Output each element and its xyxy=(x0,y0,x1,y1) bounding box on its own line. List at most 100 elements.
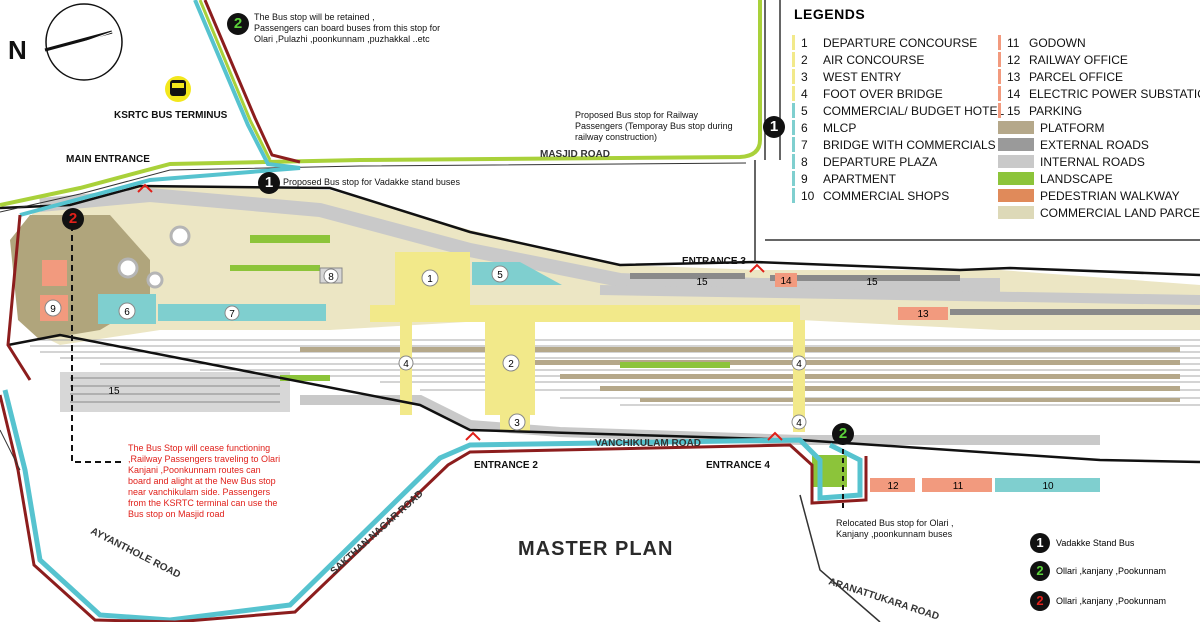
entrance-2-label: ENTRANCE 2 xyxy=(474,460,538,471)
building-1-departure-concourse xyxy=(370,252,800,322)
legend-number: 15 xyxy=(1007,103,1021,118)
parking-strips-east xyxy=(630,273,1200,315)
north-road-green xyxy=(198,0,272,161)
building-13-parcel-office xyxy=(898,307,948,320)
num-6: 6 xyxy=(124,307,130,318)
internal-road-loop xyxy=(39,187,1000,292)
legend-swatch-item: PEDESTRIAN WALKWAY xyxy=(998,187,1180,204)
ksrtc-label: KSRTC BUS TERMINUS xyxy=(114,110,228,121)
legend-label: AIR CONCOURSE xyxy=(823,52,925,67)
legend-swatch xyxy=(998,138,1034,151)
legend-number: 4 xyxy=(801,86,808,101)
dashed-link-bus-stop xyxy=(71,225,125,463)
legend-label: FOOT OVER BRIDGE xyxy=(823,86,943,101)
site-boundary-south xyxy=(7,333,1200,464)
legend-color-bar xyxy=(998,52,1001,67)
legend-number: 3 xyxy=(801,69,808,84)
note-cease: The Bus Stop will cease functioning ,Rai… xyxy=(128,443,281,519)
bus-stop-2-ceasing[interactable]: 2 xyxy=(62,208,84,230)
legend-label: COMMERCIAL SHOPS xyxy=(823,188,950,203)
legend-color-bar xyxy=(792,137,795,152)
legend-label: DEPARTURE PLAZA xyxy=(823,154,938,169)
building-10-commercial-shops xyxy=(995,478,1100,492)
legend-color-bar xyxy=(998,86,1001,101)
legend-label: RAILWAY OFFICE xyxy=(1029,52,1128,67)
north-arrow xyxy=(44,3,123,81)
num-8: 8 xyxy=(328,272,334,283)
num-4a: 4 xyxy=(403,359,409,370)
legend-number: 11 xyxy=(1007,35,1020,50)
legend-label: ELECTRIC POWER SUBSTATION xyxy=(1029,86,1200,101)
num-11: 11 xyxy=(953,481,964,492)
legend-color-bar xyxy=(792,69,795,84)
note-vadakke: Proposed Bus stop for Vadakke stand buse… xyxy=(283,177,460,187)
legend-label: INTERNAL ROADS xyxy=(1040,154,1145,169)
legend-label: GODOWN xyxy=(1029,35,1086,50)
internal-road-east xyxy=(599,285,1200,305)
red-route-west-boundary xyxy=(6,214,32,381)
legend-color-bar xyxy=(792,171,795,186)
aranattukara-road xyxy=(799,494,881,622)
num-15a: 15 xyxy=(108,386,120,397)
legend-label: WEST ENTRY xyxy=(823,69,902,84)
bus-stop-1-railway[interactable]: 1 xyxy=(763,116,785,138)
north-label: N xyxy=(8,35,27,65)
num-1: 1 xyxy=(427,274,433,285)
red-route-south xyxy=(0,394,868,622)
legend-label: PEDESTRIAN WALKWAY xyxy=(1040,188,1180,203)
num-5: 5 xyxy=(497,270,503,281)
key-label-2: Ollari ,kanjany ,Pookunnam xyxy=(1056,566,1167,576)
note-relocated: Relocated Bus stop for Olari , Kanjany ,… xyxy=(836,518,954,539)
bus-stop-2-relocated[interactable]: 2 xyxy=(832,423,854,445)
legend-number: 5 xyxy=(801,103,808,118)
legend-swatch xyxy=(998,189,1034,202)
bus-icon xyxy=(165,76,191,102)
legend-color-bar xyxy=(998,35,1001,50)
ayyanthole-road xyxy=(0,429,21,471)
key-badge-2: 2 xyxy=(1030,561,1050,581)
num-12: 12 xyxy=(887,481,899,492)
legend-label: LANDSCAPE xyxy=(1040,171,1113,186)
bus-stop-1-vadakke[interactable]: 1 xyxy=(258,172,280,194)
page-title: MASTER PLAN xyxy=(518,538,674,560)
num-4b: 4 xyxy=(796,359,802,370)
legend-swatch-item: COMMERCIAL LAND PARCEL xyxy=(998,204,1200,221)
legend-color-bar xyxy=(792,120,795,135)
road-label-sakthan: SAKTHAN NAGAR ROAD xyxy=(329,488,426,577)
cyan-route-west xyxy=(2,389,863,622)
legend-color-bar xyxy=(792,52,795,67)
building-number-labels: 1 2 3 4 4 4 5 6 7 8 9 10 11 12 13 14 15 … xyxy=(44,265,1054,492)
num-9: 9 xyxy=(50,304,56,315)
note-retained: The Bus stop will be retained , Passenge… xyxy=(254,12,441,44)
entrance-markers xyxy=(137,183,783,441)
legend-swatch-item: EXTERNAL ROADS xyxy=(998,136,1149,153)
building-7-bridge-commercials xyxy=(158,304,326,321)
legend-color-bar xyxy=(792,154,795,169)
legend-label: APARTMENT xyxy=(823,171,896,186)
legend-color-bar xyxy=(792,188,795,203)
legend-number: 13 xyxy=(1007,69,1021,84)
bus-stop-2-retained[interactable]: 2 xyxy=(227,13,249,35)
num-10: 10 xyxy=(1042,481,1054,492)
legend-item-11: 11 GODOWN xyxy=(998,34,1086,51)
legend-color-bar xyxy=(792,86,795,101)
legend-item-12: 12 RAILWAY OFFICE xyxy=(998,51,1128,68)
roundabouts xyxy=(117,225,191,289)
legend-color-bar xyxy=(998,103,1001,118)
legend-number: 8 xyxy=(801,154,808,169)
legend-swatch-item: LANDSCAPE xyxy=(998,170,1113,187)
legend-number: 12 xyxy=(1007,52,1021,67)
key-row-3: 2 Ollari ,kanjany ,Pookunnam xyxy=(1030,591,1200,611)
road-label-masjid: MASJID ROAD xyxy=(540,149,610,160)
legend-item-8: 8 DEPARTURE PLAZA xyxy=(792,153,937,170)
building-11-godown xyxy=(922,478,992,492)
num-15b: 15 xyxy=(696,277,708,288)
key-badge-1: 1 xyxy=(1030,533,1050,553)
